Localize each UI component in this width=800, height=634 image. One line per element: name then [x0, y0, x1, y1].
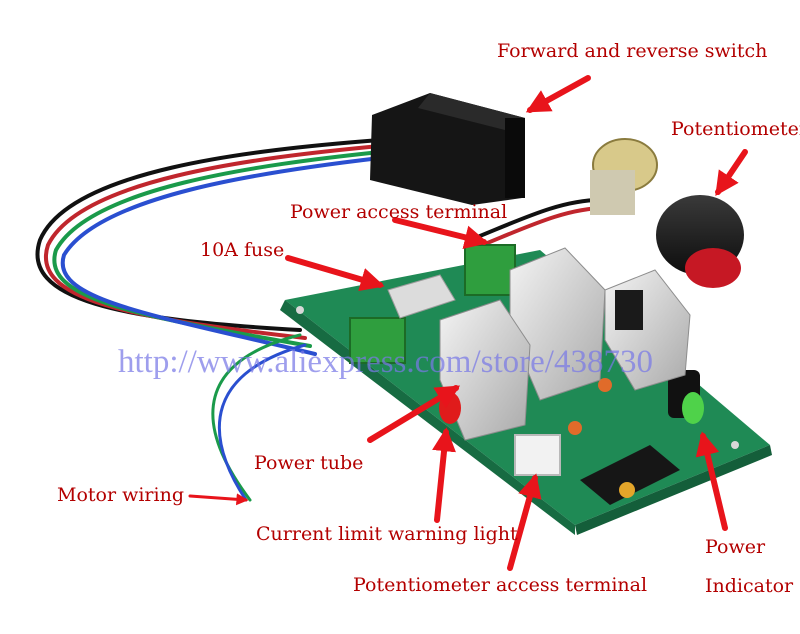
label-10a-fuse: 10A fuse [200, 239, 285, 261]
arrow-power-indicator [695, 431, 728, 531]
label-power-indicator-line2: Indicator [705, 575, 794, 597]
annotation-arrows [188, 75, 748, 571]
arrow-switch [525, 75, 591, 113]
label-power-indicator-line1: Power [705, 536, 766, 558]
wire-bundle [35, 138, 382, 356]
label-forward-reverse-switch: Forward and reverse switch [497, 40, 768, 62]
arrow-current-light [432, 427, 456, 523]
heatsinks [439, 247, 691, 441]
arrow-potentiometer [715, 149, 748, 196]
label-current-limit-warning-light: Current limit warning light [256, 523, 518, 545]
arrow-motor-wiring [188, 493, 249, 506]
arrow-power-tube [367, 385, 461, 443]
arrow-fuse [285, 255, 385, 292]
label-potentiometer: Potentiometer [671, 118, 800, 140]
arrow-pot-terminal [507, 473, 542, 571]
fuse [387, 274, 456, 319]
label-power-tube: Power tube [254, 452, 364, 474]
forward-reverse-switch [370, 93, 525, 205]
store-watermark: http://www.aliexpress.com/store/438730 [118, 344, 653, 380]
label-power-access-terminal: Power access terminal [290, 201, 508, 223]
label-potentiometer-access-terminal: Potentiometer access terminal [353, 574, 648, 596]
potentiometer [590, 138, 744, 288]
label-motor-wiring: Motor wiring [57, 484, 184, 506]
arrow-power-terminal [392, 217, 489, 250]
motor-wiring [211, 333, 307, 502]
